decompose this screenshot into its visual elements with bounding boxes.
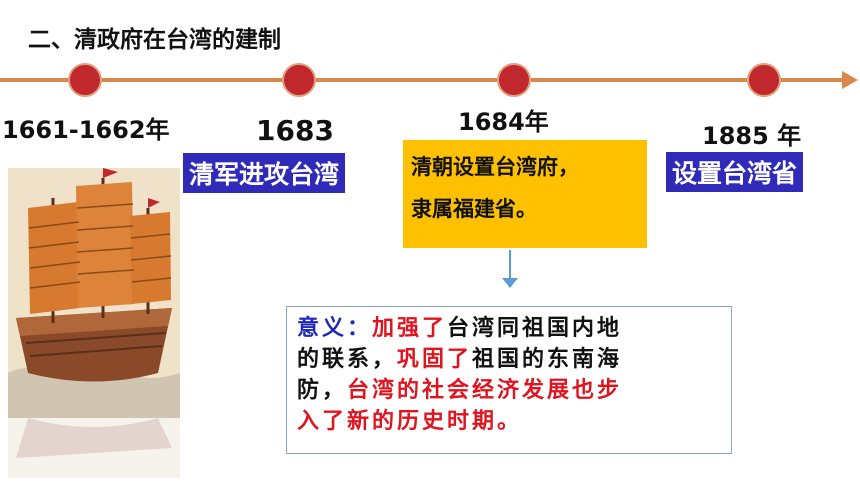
meaning-text-2a: 祖国的东南海 bbox=[472, 347, 623, 372]
meaning-red-2: 巩固了 bbox=[397, 347, 473, 372]
slide-title: 二、清政府在台湾的建制 bbox=[28, 27, 281, 53]
event-1885: 设置台湾省 bbox=[666, 152, 804, 192]
down-arrow-head-icon bbox=[502, 278, 518, 288]
meaning-red-1: 加强了 bbox=[372, 316, 448, 341]
year-label-1683: 1683 bbox=[256, 114, 334, 147]
meaning-text-1a: 台湾同祖国内地 bbox=[447, 316, 623, 341]
meaning-red-3b: 入了新的历史时期。 bbox=[297, 409, 523, 434]
timeline-node-1683 bbox=[284, 65, 314, 95]
event-1684-line2: 隶属福建省。 bbox=[411, 197, 537, 221]
timeline-node-1661 bbox=[70, 65, 100, 95]
ship-icon bbox=[8, 168, 180, 418]
event-1683: 清军进攻台湾 bbox=[183, 153, 346, 193]
timeline-arrow-icon bbox=[842, 71, 858, 89]
year-label-1684: 1684年 bbox=[458, 108, 549, 136]
event-1684-line1: 清朝设置台湾府， bbox=[411, 155, 579, 179]
meaning-text-1b: 的联系， bbox=[297, 347, 398, 372]
timeline-node-1885 bbox=[749, 65, 779, 95]
meaning-red-3a: 台湾的社会经济发展也步 bbox=[347, 378, 623, 403]
event-1684: 清朝设置台湾府， 隶属福建省。 bbox=[403, 140, 647, 248]
ship-image bbox=[8, 168, 180, 418]
ship-reflection bbox=[8, 418, 180, 478]
meaning-box: 意义：加强了台湾同祖国内地 的联系，巩固了祖国的东南海 防，台湾的社会经济发展也… bbox=[286, 306, 732, 454]
timeline-node-1684 bbox=[499, 65, 529, 95]
meaning-text-2b: 防， bbox=[297, 378, 348, 403]
year-label-1885: 1885 年 bbox=[702, 122, 802, 150]
timeline-line bbox=[0, 78, 846, 82]
down-arrow-icon bbox=[509, 250, 511, 280]
year-label-1661: 1661-1662年 bbox=[2, 116, 170, 144]
meaning-label: 意义： bbox=[297, 316, 373, 341]
